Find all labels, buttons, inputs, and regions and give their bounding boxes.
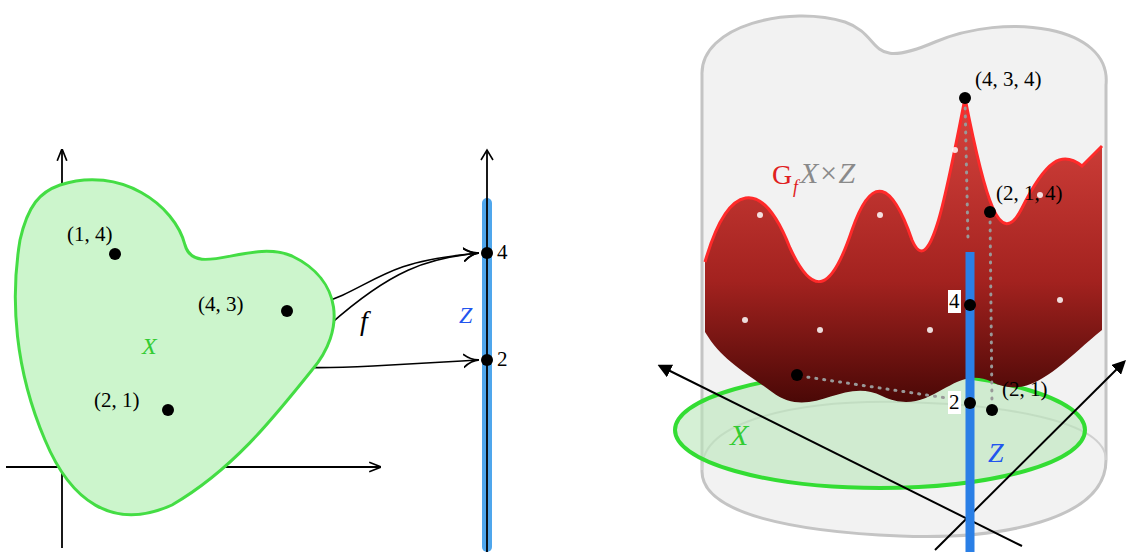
surface-edge	[705, 98, 1102, 282]
domain-region: X (1, 4) (4, 3) (2, 1)	[12, 165, 352, 520]
value-label: 2	[948, 391, 961, 414]
axis-arrowhead	[481, 150, 493, 160]
domain-region-shape	[12, 165, 352, 520]
space-label: X×Z	[800, 156, 855, 189]
drop-line	[800, 100, 992, 405]
point-dot	[481, 247, 493, 259]
point-dots	[791, 92, 998, 416]
point-label: (2, 1, 4)	[996, 182, 1063, 205]
point-label: (4, 3)	[198, 293, 244, 316]
point-label: (4, 3, 4)	[975, 68, 1042, 91]
point-label: (1, 4)	[67, 223, 113, 246]
axis-3d	[935, 362, 1124, 550]
point-dot	[281, 305, 293, 317]
point-dot	[481, 354, 493, 366]
function-label: f	[358, 306, 370, 337]
value-label: 4	[948, 290, 961, 313]
graph-surface	[705, 98, 1102, 402]
set-label: Z	[988, 438, 1004, 469]
point-label: (2, 1)	[94, 389, 140, 412]
domain-outline	[15, 180, 334, 515]
set-label: X	[730, 418, 748, 451]
set-label: X	[142, 333, 157, 359]
set-label: Z	[459, 302, 472, 328]
graph-label: G	[772, 160, 792, 191]
codomain-axis	[486, 152, 488, 552]
value-label: 4	[497, 241, 508, 264]
point-dot	[162, 404, 174, 416]
surface-glints	[742, 147, 1063, 333]
value-label: 2	[497, 348, 508, 371]
point-label: (2, 1)	[1002, 378, 1048, 401]
codomain-bar: Z 4 2	[455, 190, 530, 552]
codomain-bar-shape	[455, 190, 530, 552]
point-dot	[109, 248, 121, 260]
graph-subscript: f	[793, 178, 798, 198]
